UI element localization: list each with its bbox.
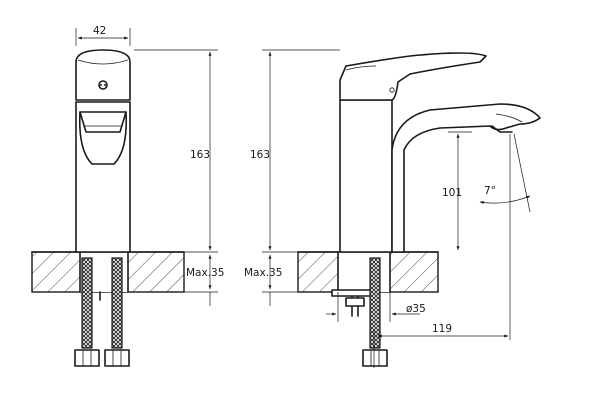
front-height-label: 163 xyxy=(190,149,210,161)
spout-angle-label: 7° xyxy=(484,185,496,197)
front-faucet-body xyxy=(75,101,131,253)
front-spout xyxy=(79,111,127,133)
side-faucet-body xyxy=(339,99,393,253)
spout-height-label: 101 xyxy=(442,187,462,199)
front-hose-left xyxy=(81,257,93,349)
front-hose-right xyxy=(111,257,123,349)
side-spout xyxy=(391,103,541,253)
mounting-nut xyxy=(345,297,365,307)
front-nut-right xyxy=(104,349,130,367)
side-max-thickness-label: Max.35 xyxy=(244,267,282,279)
front-handle-cap xyxy=(75,49,131,101)
side-lever-handle xyxy=(339,52,487,101)
width-dimension-label: 42 xyxy=(93,25,106,37)
front-max-thickness-label: Max.35 xyxy=(186,267,224,279)
side-nut xyxy=(362,349,388,367)
side-hose xyxy=(369,257,381,349)
front-nut-left xyxy=(74,349,100,367)
side-height-label: 163 xyxy=(250,149,270,161)
front-view: 42 163 Max.35 xyxy=(31,25,224,367)
temperature-indicator-icon xyxy=(98,80,108,90)
side-view: 163 Max.35 101 7° ø35 119 xyxy=(244,49,541,368)
reach-dimension-label: 119 xyxy=(432,323,452,335)
hole-diameter-label: ø35 xyxy=(406,303,426,315)
